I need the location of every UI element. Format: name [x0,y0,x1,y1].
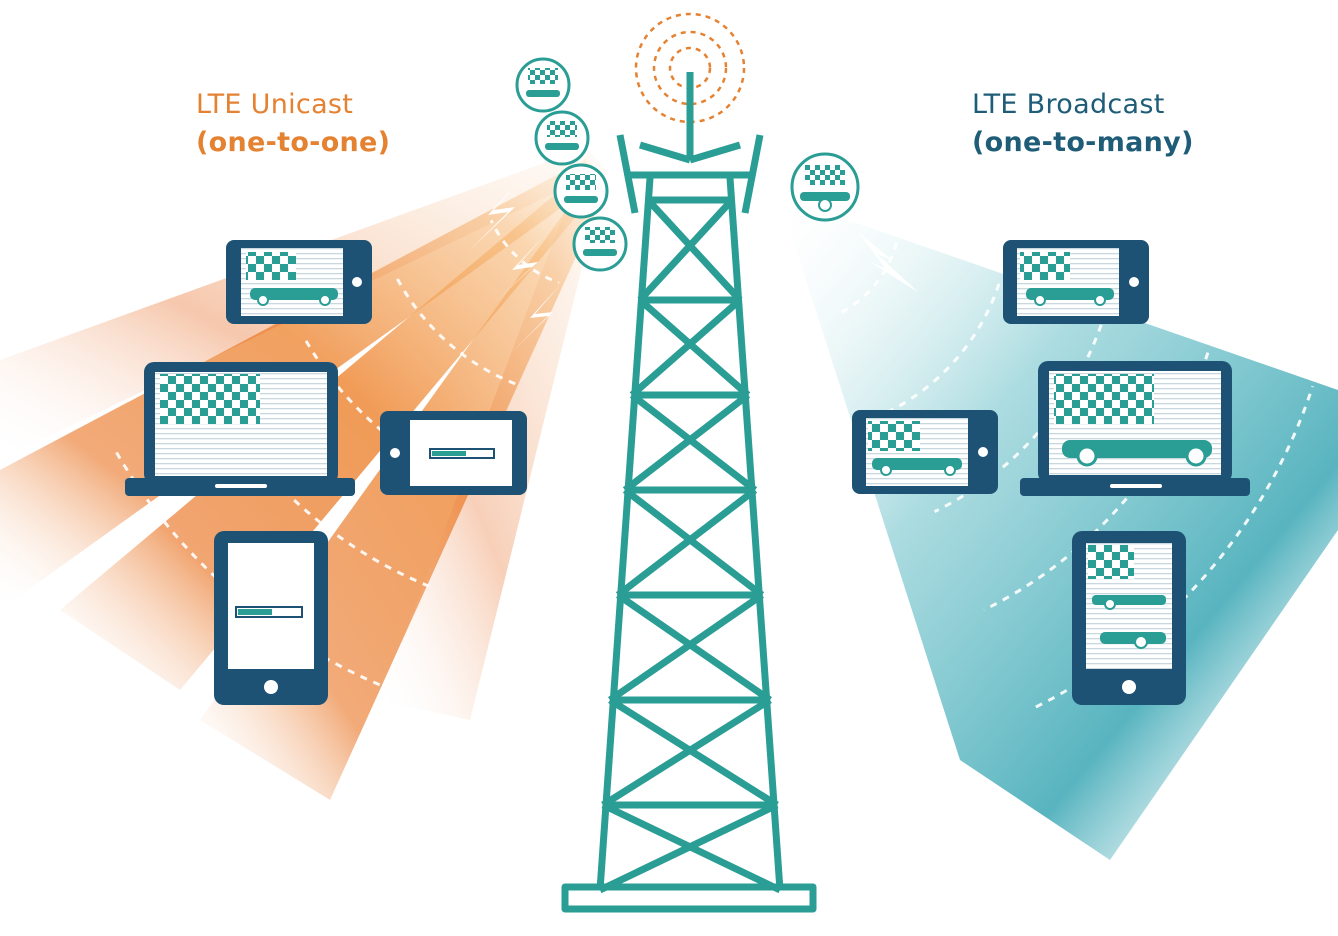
broadcast-subtitle: (one-to-many) [972,127,1194,158]
broadcast-devices [852,240,1250,705]
unicast-content-bubbles [515,57,628,272]
broadcast-label: LTE Broadcast (one-to-many) [972,86,1194,162]
laptop-device [125,362,355,496]
unicast-devices [125,240,527,705]
lightning-bolt-icon [858,232,918,292]
lightning-bolt-icon [462,115,500,175]
unicast-title: LTE Unicast [196,89,354,120]
racing-checkered-flag-car-icon [534,110,590,166]
laptop-device [1020,361,1250,496]
unicast-lightning-bolts [462,115,560,352]
unicast-subtitle: (one-to-one) [196,127,391,158]
racing-checkered-flag-car-icon [553,163,609,219]
progress-bar-icon [235,606,303,618]
broadcast-title: LTE Broadcast [972,89,1165,120]
cell-tower-icon [561,12,817,913]
unicast-label: LTE Unicast (one-to-one) [196,86,390,162]
broadcast-content-bubble [790,152,860,222]
phone-landscape-device [1003,240,1149,324]
phone-portrait-device [1072,531,1186,705]
phone-landscape-device [380,411,527,495]
phone-landscape-device [226,240,372,324]
broadcast-lightning-bolt [858,232,918,292]
racing-checkered-flag-car-icon [790,152,860,222]
racing-checkered-flag-car-icon [572,216,628,272]
phone-portrait-device [214,531,328,705]
phone-landscape-device [852,410,998,494]
racing-checkered-flag-car-icon [515,57,571,113]
progress-bar-icon [429,448,495,459]
